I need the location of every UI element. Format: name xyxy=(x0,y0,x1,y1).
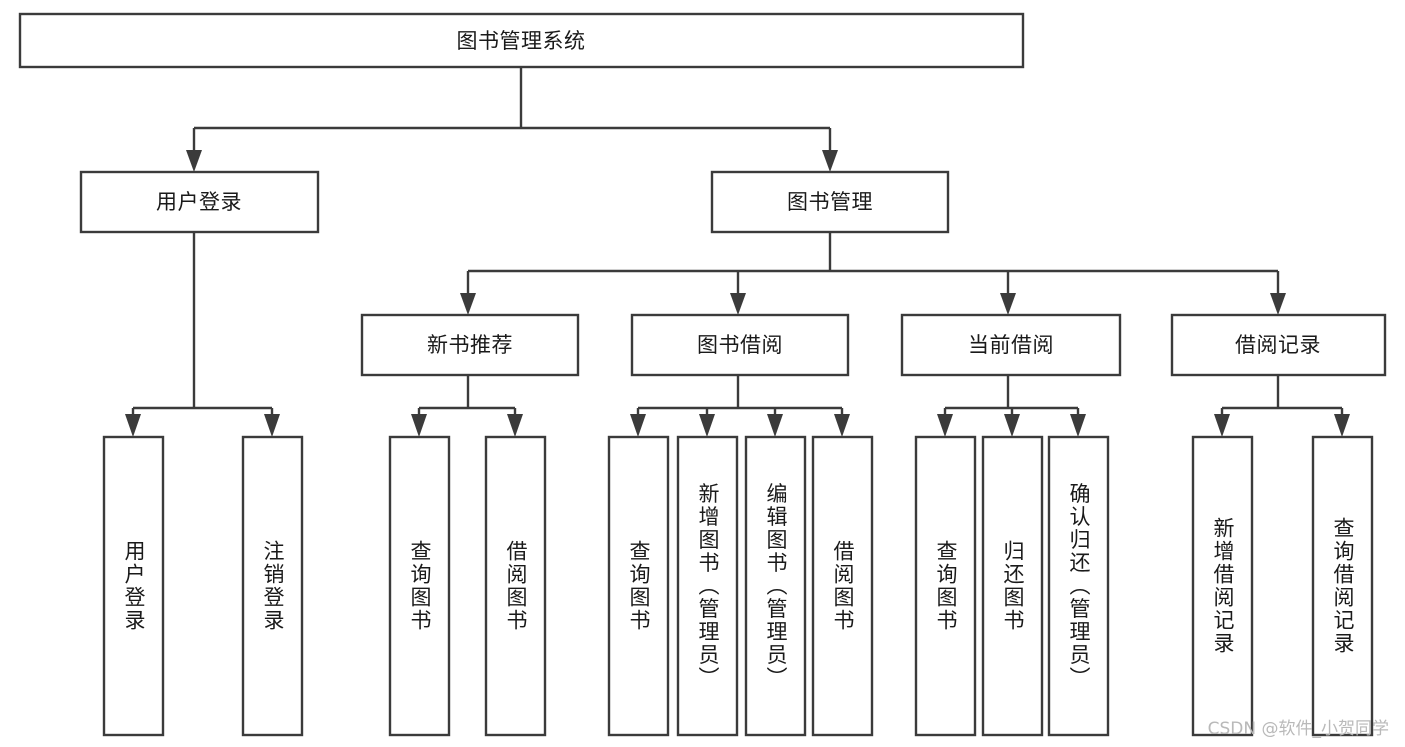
node-leaf-query-book-2-label: 查询图书 xyxy=(627,540,651,632)
arrowhead-leaf-borrow-book-1 xyxy=(507,414,523,437)
node-borrow-record-label: 借阅记录 xyxy=(1235,333,1321,357)
node-leaf-user-login-label: 用户登录 xyxy=(122,540,146,632)
node-new-book-recommend[interactable]: 新书推荐 xyxy=(360,313,580,377)
node-leaf-query-book-3-rect[interactable] xyxy=(914,435,977,737)
node-leaf-add-record[interactable]: 新增借阅记录 xyxy=(1191,435,1254,737)
node-new-book-recommend-label: 新书推荐 xyxy=(427,333,513,357)
node-leaf-add-record-label: 新增借阅记录 xyxy=(1211,517,1235,655)
arrowhead-leaf-query-record xyxy=(1334,414,1350,437)
node-leaf-query-book-3-label: 查询图书 xyxy=(934,540,958,632)
arrowhead-leaf-add-book xyxy=(699,414,715,437)
arrowhead-leaf-logout-login xyxy=(264,414,280,437)
node-leaf-logout-login-label: 注销登录 xyxy=(261,540,285,632)
node-leaf-confirm-return-label: 确认归还（管理员） xyxy=(1067,483,1091,690)
node-leaf-query-book-1[interactable]: 查询图书 xyxy=(388,435,451,737)
node-borrow-record-rect[interactable] xyxy=(1170,313,1387,377)
node-leaf-add-record-rect[interactable] xyxy=(1191,435,1254,737)
node-leaf-return-book-label: 归还图书 xyxy=(1001,540,1025,632)
node-leaf-query-book-1-label: 查询图书 xyxy=(408,540,432,632)
node-leaf-borrow-book-2[interactable]: 借阅图书 xyxy=(811,435,874,737)
arrowhead-leaf-add-record xyxy=(1214,414,1230,437)
node-leaf-add-book[interactable]: 新增图书（管理员） xyxy=(676,435,739,737)
node-current-borrow-label: 当前借阅 xyxy=(968,333,1054,357)
node-leaf-edit-book[interactable]: 编辑图书（管理员） xyxy=(744,435,807,737)
node-book-management-rect[interactable] xyxy=(710,170,950,234)
node-leaf-user-login-rect[interactable] xyxy=(102,435,165,737)
node-leaf-logout-login-rect[interactable] xyxy=(241,435,304,737)
node-leaf-logout-login[interactable]: 注销登录 xyxy=(241,435,304,737)
arrowhead-leaf-confirm-return xyxy=(1070,414,1086,437)
node-leaf-borrow-book-2-rect[interactable] xyxy=(811,435,874,737)
node-leaf-borrow-book-2-label: 借阅图书 xyxy=(831,540,855,632)
arrowhead-borrow-record xyxy=(1270,293,1286,315)
node-book-management-label: 图书管理 xyxy=(787,190,873,214)
node-current-borrow-rect[interactable] xyxy=(900,313,1122,377)
arrowhead-leaf-borrow-book-2 xyxy=(834,414,850,437)
node-borrow-record[interactable]: 借阅记录 xyxy=(1170,313,1387,377)
node-leaf-query-record[interactable]: 查询借阅记录 xyxy=(1311,435,1374,737)
node-leaf-query-book-3[interactable]: 查询图书 xyxy=(914,435,977,737)
node-leaf-add-book-rect[interactable] xyxy=(676,435,739,737)
node-leaf-user-login[interactable]: 用户登录 xyxy=(102,435,165,737)
node-leaf-confirm-return[interactable]: 确认归还（管理员） xyxy=(1047,435,1110,737)
arrowhead-book-management xyxy=(822,150,838,172)
node-leaf-query-record-label: 查询借阅记录 xyxy=(1331,517,1355,655)
arrowhead-leaf-edit-book xyxy=(767,414,783,437)
node-current-borrow[interactable]: 当前借阅 xyxy=(900,313,1122,377)
node-leaf-query-book-2[interactable]: 查询图书 xyxy=(607,435,670,737)
connector-group xyxy=(125,67,1350,437)
arrowhead-current-borrow xyxy=(1000,293,1016,315)
node-leaf-add-book-label: 新增图书（管理员） xyxy=(696,483,720,690)
node-user-login-rect[interactable] xyxy=(79,170,320,234)
node-leaf-edit-book-label: 编辑图书（管理员） xyxy=(764,483,788,690)
arrowhead-user-login xyxy=(186,150,202,172)
arrowhead-leaf-query-book-2 xyxy=(630,414,646,437)
node-book-borrow[interactable]: 图书借阅 xyxy=(630,313,850,377)
node-leaf-borrow-book-1-label: 借阅图书 xyxy=(504,540,528,632)
node-leaf-edit-book-rect[interactable] xyxy=(744,435,807,737)
node-user-login-label: 用户登录 xyxy=(156,190,242,214)
arrowhead-leaf-return-book xyxy=(1004,414,1020,437)
arrowhead-leaf-user-login xyxy=(125,414,141,437)
node-book-management[interactable]: 图书管理 xyxy=(710,170,950,234)
node-user-login[interactable]: 用户登录 xyxy=(79,170,320,234)
arrowhead-new-book xyxy=(460,293,476,315)
arrowhead-book-borrow xyxy=(730,293,746,315)
node-book-borrow-rect[interactable] xyxy=(630,313,850,377)
node-new-book-recommend-rect[interactable] xyxy=(360,313,580,377)
node-root[interactable]: 图书管理系统 xyxy=(18,12,1025,69)
node-leaf-borrow-book-1-rect[interactable] xyxy=(484,435,547,737)
node-leaf-confirm-return-rect[interactable] xyxy=(1047,435,1110,737)
node-root-label: 图书管理系统 xyxy=(457,29,586,53)
node-leaf-query-book-2-rect[interactable] xyxy=(607,435,670,737)
node-root-rect[interactable] xyxy=(18,12,1025,69)
node-leaf-return-book-rect[interactable] xyxy=(981,435,1044,737)
node-leaf-query-record-rect[interactable] xyxy=(1311,435,1374,737)
arrowhead-leaf-query-book-3 xyxy=(937,414,953,437)
node-leaf-borrow-book-1[interactable]: 借阅图书 xyxy=(484,435,547,737)
node-leaf-return-book[interactable]: 归还图书 xyxy=(981,435,1044,737)
node-leaf-query-book-1-rect[interactable] xyxy=(388,435,451,737)
node-book-borrow-label: 图书借阅 xyxy=(697,333,783,357)
arrowhead-leaf-query-book-1 xyxy=(411,414,427,437)
